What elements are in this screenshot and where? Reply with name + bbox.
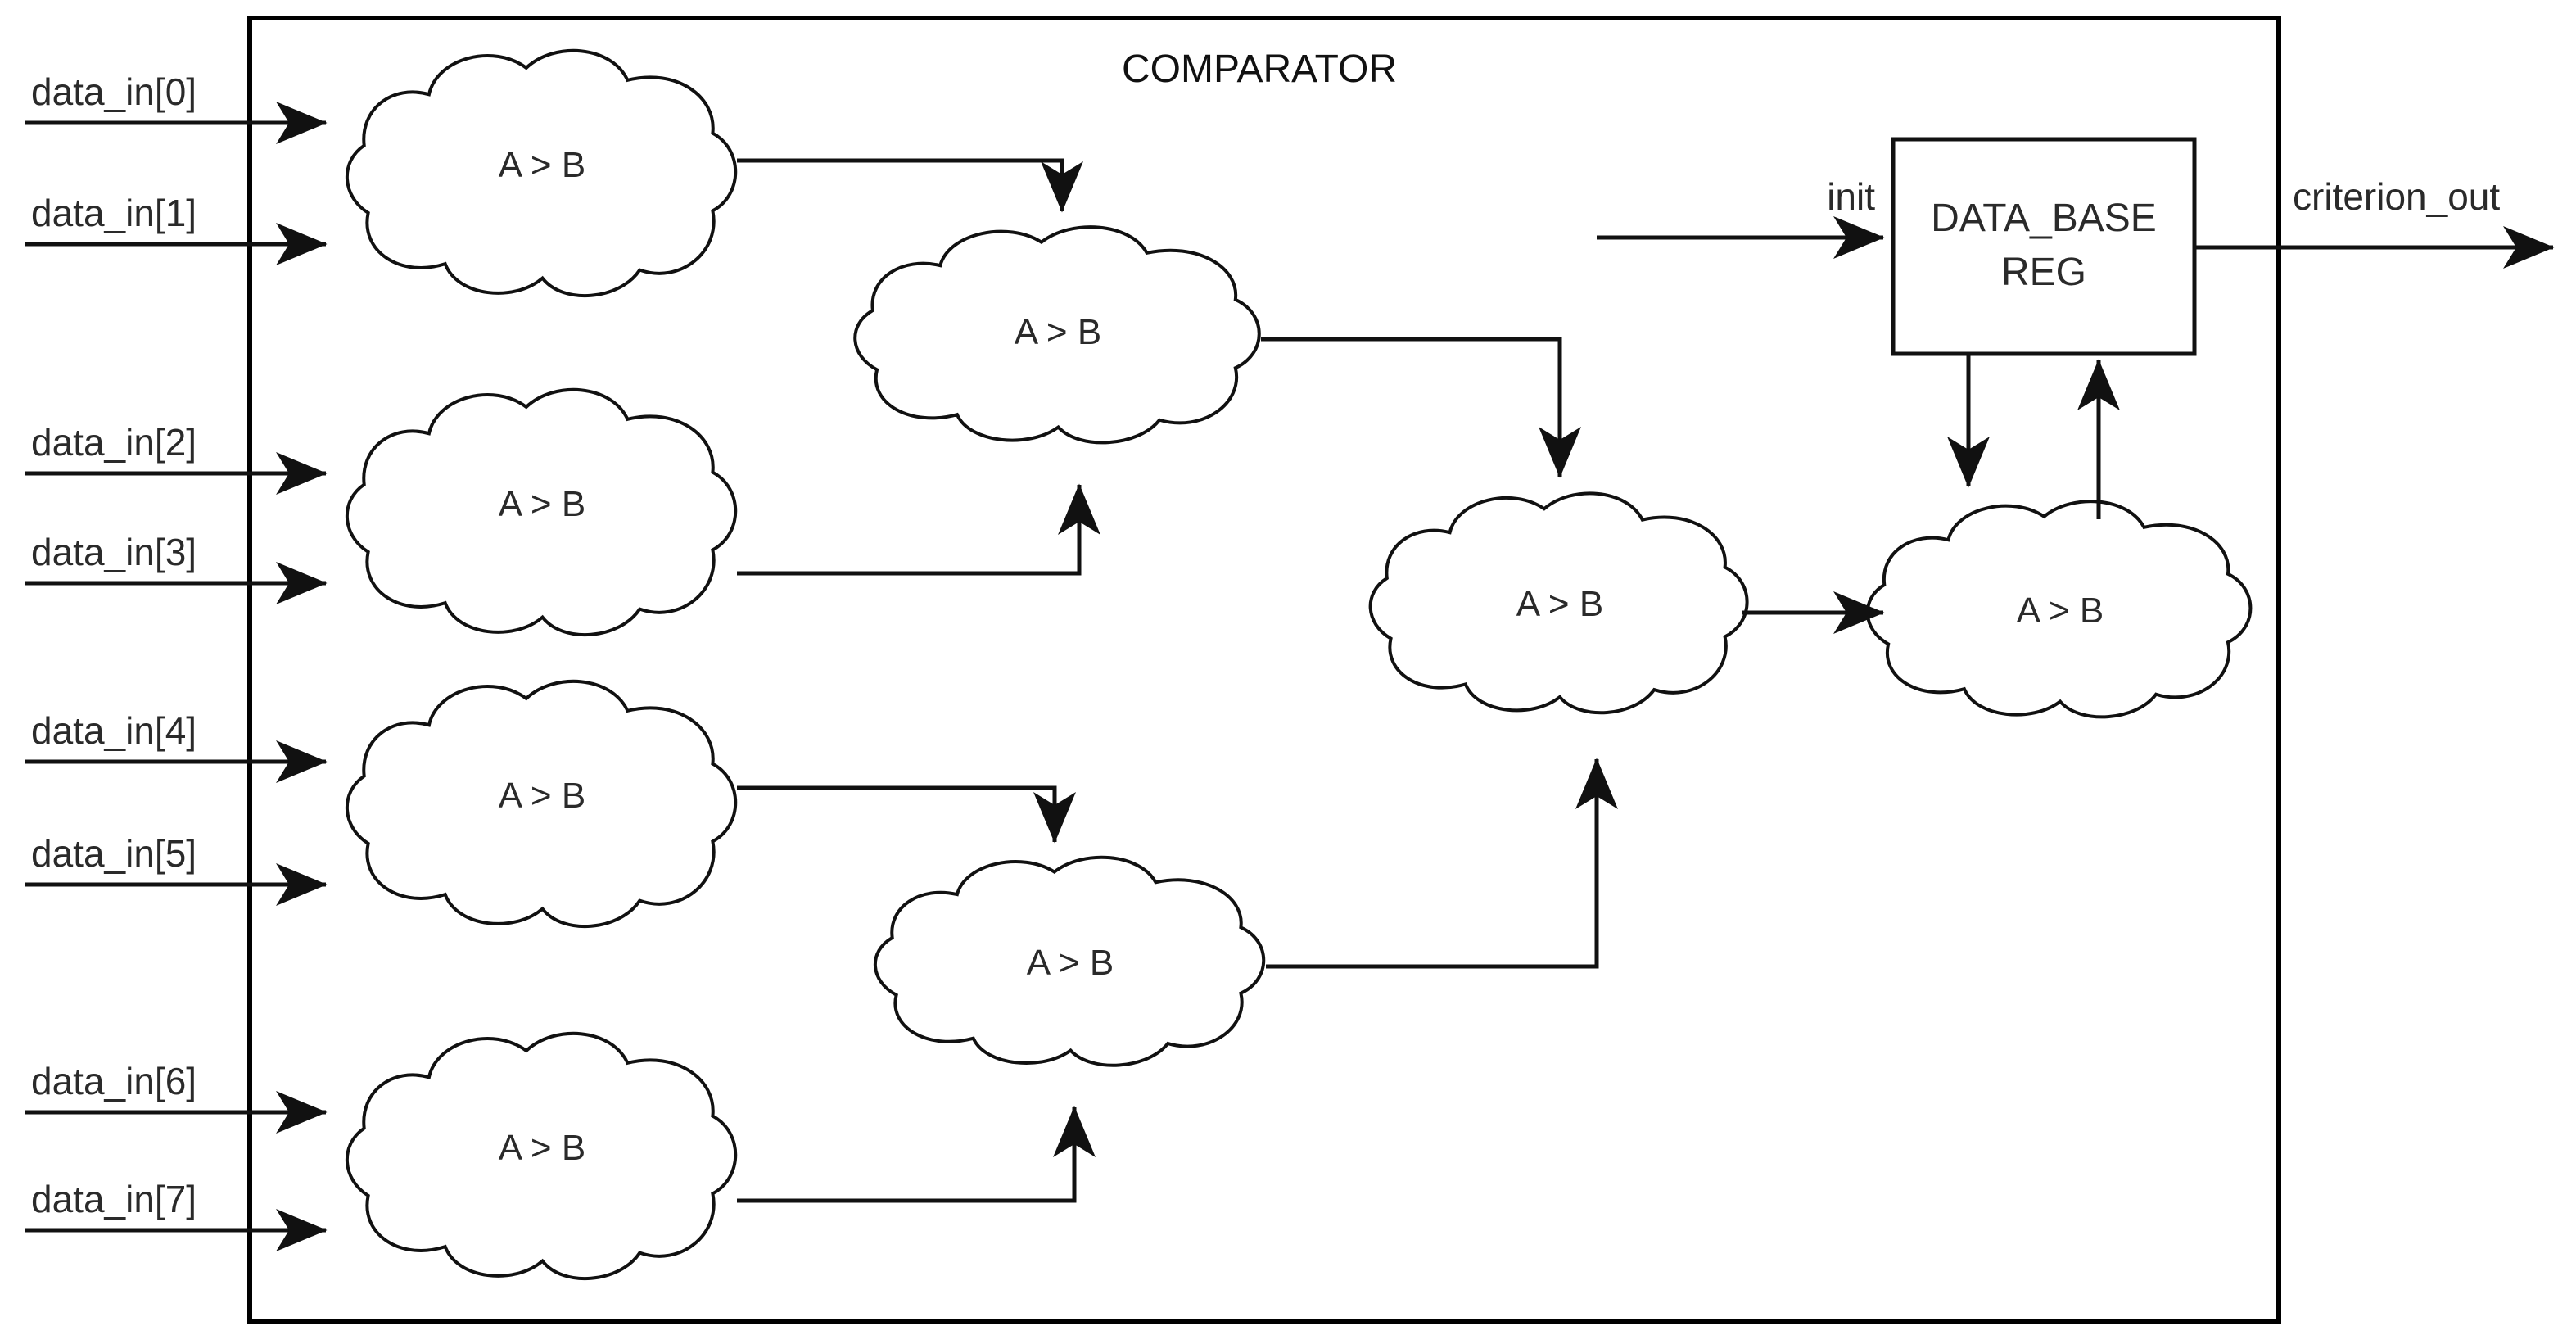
port-label-data-in-0: data_in[0] xyxy=(31,70,197,113)
wire-cmp-s1-2-to-cmp-s2-1 xyxy=(737,785,1076,844)
register-label-line2: REG xyxy=(2001,251,2086,294)
port-label-data-in-3: data_in[3] xyxy=(31,531,197,573)
wire-cmp-s1-1-to-cmp-s2-0 xyxy=(737,483,1100,576)
comparator-cmp-s3-0[interactable]: A > B xyxy=(1371,493,1747,713)
port-label-data-in-1: data_in[1] xyxy=(31,192,197,234)
wire-cmp-s1-0-to-cmp-s2-0 xyxy=(737,158,1083,213)
register-label-line1: DATA_BASE xyxy=(1931,197,2157,240)
input-wires xyxy=(25,102,328,1251)
data-base-reg-block[interactable]: DATA_BASE REG xyxy=(1891,137,2197,356)
comparator-cmp-s1-1[interactable]: A > B xyxy=(347,390,735,635)
comparator-label: A > B xyxy=(499,145,585,185)
port-label-data-in-6: data_in[6] xyxy=(31,1060,197,1102)
wire-cmp-s2-0-to-cmp-s3-0 xyxy=(1261,337,1581,478)
comparator-cmp-s2-0[interactable]: A > B xyxy=(855,227,1259,442)
comparator-cmp-s1-0[interactable]: A > B xyxy=(347,51,735,296)
comparator-cmp-s4-0[interactable]: A > B xyxy=(1868,501,2251,717)
comparator-label: A > B xyxy=(499,484,585,524)
wire-cmp-s2-1-to-cmp-s3-0 xyxy=(1266,758,1618,969)
port-labels: data_in[0] data_in[1] data_in[2] data_in… xyxy=(31,70,2500,1220)
port-label-data-in-2: data_in[2] xyxy=(31,421,197,464)
page-title: COMPARATOR xyxy=(1122,48,1397,91)
comparator-label: A > B xyxy=(1516,584,1603,624)
comparator-module-frame xyxy=(247,16,2281,1324)
comparator-cmp-s1-2[interactable]: A > B xyxy=(347,681,735,926)
port-label-data-in-4: data_in[4] xyxy=(31,709,197,752)
wire-cmp-s1-3-to-cmp-s2-1 xyxy=(737,1106,1096,1203)
stage2-to-stage3-wires xyxy=(1261,337,1618,969)
port-label-data-in-5: data_in[5] xyxy=(31,832,197,875)
port-label-data-in-7: data_in[7] xyxy=(31,1178,197,1220)
comparator-cmp-s1-3[interactable]: A > B xyxy=(347,1034,735,1278)
comparator-label: A > B xyxy=(1027,943,1114,983)
comparator-label: A > B xyxy=(499,1128,585,1168)
register-feedback-wires xyxy=(1947,354,2120,519)
port-label-criterion-out: criterion_out xyxy=(2293,175,2500,218)
stage1-to-stage2-wires xyxy=(737,158,1100,1203)
comparator-label: A > B xyxy=(499,776,585,816)
port-label-init: init xyxy=(1827,175,1875,218)
comparator-label: A > B xyxy=(2017,591,2104,631)
comparator-cmp-s2-1[interactable]: A > B xyxy=(875,858,1263,1066)
comparator-label: A > B xyxy=(1015,312,1101,352)
